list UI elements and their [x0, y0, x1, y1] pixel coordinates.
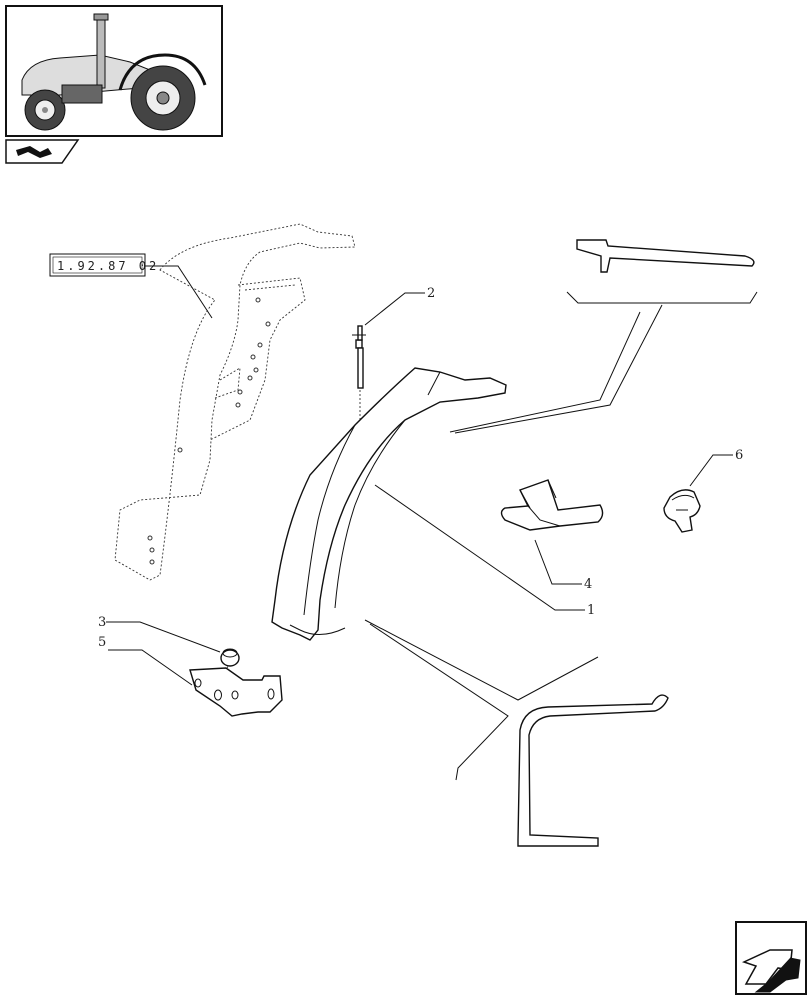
- next-page-arrow-icon[interactable]: [735, 921, 807, 995]
- bolt-part[interactable]: [352, 325, 366, 428]
- profile-section-lower: [364, 619, 669, 847]
- callout-4: 4: [584, 577, 592, 592]
- callout-6: 6: [735, 448, 743, 463]
- callout-2: 2: [427, 286, 435, 301]
- spring-clip-part[interactable]: [500, 479, 604, 531]
- profile-section-upper: [449, 239, 758, 434]
- reference-code-text: 1.92.87 02: [57, 259, 159, 273]
- callout-5: 5: [98, 635, 106, 650]
- tractor-thumbnail-icon[interactable]: [5, 5, 223, 137]
- fender-part[interactable]: [271, 367, 507, 641]
- reference-code-box[interactable]: 1.92.87 02: [49, 253, 159, 277]
- callout-3-leader: [106, 621, 221, 653]
- manual-book-icon[interactable]: [5, 139, 80, 164]
- callout-4-leader: [534, 539, 582, 585]
- callout-2-leader: [364, 292, 425, 326]
- callout-6-leader: [689, 454, 733, 487]
- reference-leader: [145, 265, 213, 319]
- bracket-part[interactable]: [189, 667, 283, 717]
- callout-1-leader: [374, 484, 585, 611]
- callout-1: 1: [587, 603, 595, 618]
- callout-3: 3: [98, 615, 106, 630]
- reference-fender-outline: [114, 223, 356, 581]
- clamp-part[interactable]: [663, 489, 701, 533]
- callout-5-leader: [108, 649, 193, 686]
